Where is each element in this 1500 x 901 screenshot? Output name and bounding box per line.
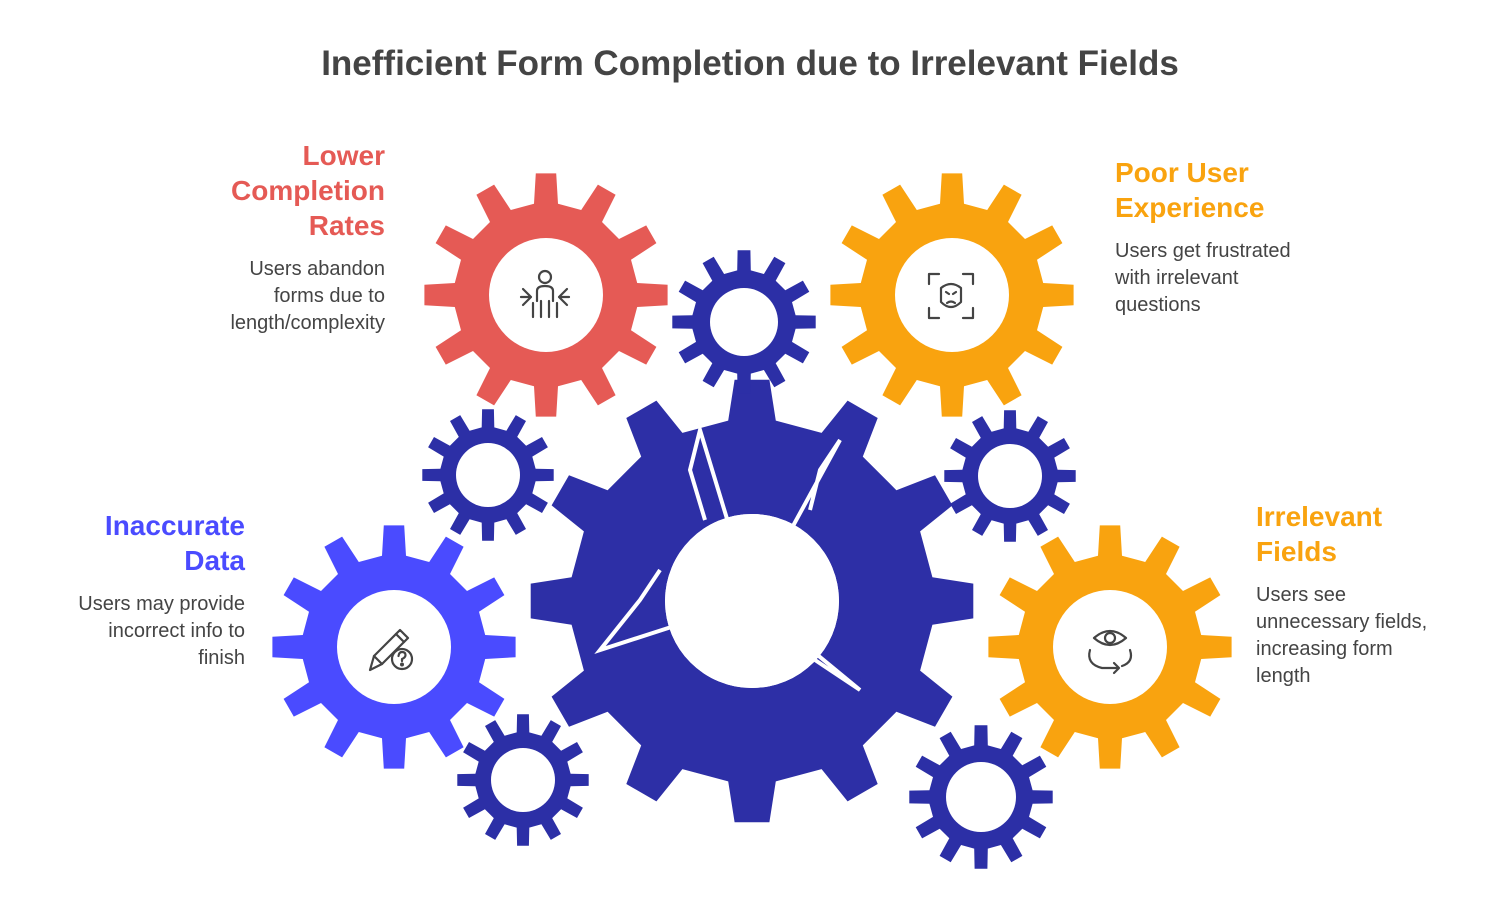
poor-user-experience-gear xyxy=(830,173,1074,417)
central-gear-hole-top xyxy=(665,514,839,688)
description-line: incorrect info to xyxy=(108,620,245,642)
lower-completion-rates-heading: Lower Completion Rates xyxy=(180,138,385,243)
small-gear-top-center xyxy=(672,250,816,394)
description-line: finish xyxy=(198,647,245,669)
heading-line: Data xyxy=(184,545,245,576)
pencil-question-icon xyxy=(368,628,414,672)
heading-line: Rates xyxy=(308,210,385,241)
description-line: Users abandon xyxy=(249,258,385,280)
poor-user-experience-block: Poor User Experience Users get frustrate… xyxy=(1115,155,1375,319)
small-gear-top-center-hole xyxy=(710,288,778,356)
poor-user-experience-heading: Poor User Experience xyxy=(1115,155,1375,225)
description-line: increasing form xyxy=(1256,638,1393,660)
small-gear-left-upper xyxy=(422,409,554,541)
inaccurate-data-gear xyxy=(272,525,516,769)
small-gear-right-upper-hole xyxy=(978,444,1042,508)
inaccurate-data-block: Inaccurate Data Users may provide incorr… xyxy=(40,508,245,672)
description-line: forms due to xyxy=(273,285,385,307)
small-gear-right-lower xyxy=(909,725,1053,869)
irrelevant-fields-block: Irrelevant Fields Users see unnecessary … xyxy=(1256,499,1486,690)
small-gear-left-upper-hole xyxy=(456,443,520,507)
poor-user-experience-description: Users get frustrated with irrelevant que… xyxy=(1115,238,1375,319)
description-line: length xyxy=(1256,665,1311,687)
small-gear-right-lower-hole xyxy=(946,762,1016,832)
poor-user-experience-gear-hole xyxy=(895,238,1009,352)
heading-line: Inaccurate xyxy=(104,510,245,541)
heading-line: Poor User xyxy=(1115,157,1249,188)
lower-completion-rates-gear xyxy=(424,173,668,417)
irrelevant-fields-heading: Irrelevant Fields xyxy=(1256,499,1486,569)
irrelevant-fields-gear-hole xyxy=(1053,590,1167,704)
heading-line: Fields xyxy=(1256,536,1337,567)
small-gear-left-lower-hole xyxy=(491,748,555,812)
heading-line: Irrelevant xyxy=(1256,501,1383,532)
page-title: Inefficient Form Completion due to Irrel… xyxy=(321,44,1179,83)
small-gear-left-lower xyxy=(457,714,589,846)
face-scan-icon xyxy=(927,272,975,320)
heading-line: Experience xyxy=(1115,192,1265,223)
lower-completion-rates-description: Users abandon forms due to length/comple… xyxy=(180,256,385,337)
heading-line: Lower xyxy=(302,140,385,171)
description-line: Users get frustrated xyxy=(1115,240,1291,262)
irrelevant-fields-description: Users see unnecessary fields, increasing… xyxy=(1256,582,1486,690)
lower-completion-rates-gear-hole xyxy=(489,238,603,352)
inaccurate-data-heading: Inaccurate Data xyxy=(40,508,245,578)
description-line: with irrelevant xyxy=(1115,267,1239,289)
gear-crack-line xyxy=(750,438,842,602)
inaccurate-data-description: Users may provide incorrect info to fini… xyxy=(40,591,245,672)
description-line: Users may provide xyxy=(78,593,245,615)
lower-completion-rates-block: Lower Completion Rates Users abandon for… xyxy=(180,138,385,337)
description-line: Users see xyxy=(1256,584,1347,606)
heading-line: Completion xyxy=(231,175,385,206)
gear-crack-line xyxy=(687,422,754,602)
inaccurate-data-gear-hole xyxy=(337,590,451,704)
eye-cycle-icon xyxy=(1088,629,1133,675)
irrelevant-fields-gear xyxy=(988,525,1232,769)
compressed-person-icon xyxy=(519,269,571,319)
description-line: unnecessary fields, xyxy=(1256,611,1428,633)
small-gear-right-upper xyxy=(944,410,1076,542)
gears-layer xyxy=(272,173,1232,869)
description-line: length/complexity xyxy=(230,312,385,334)
description-line: questions xyxy=(1115,294,1201,316)
